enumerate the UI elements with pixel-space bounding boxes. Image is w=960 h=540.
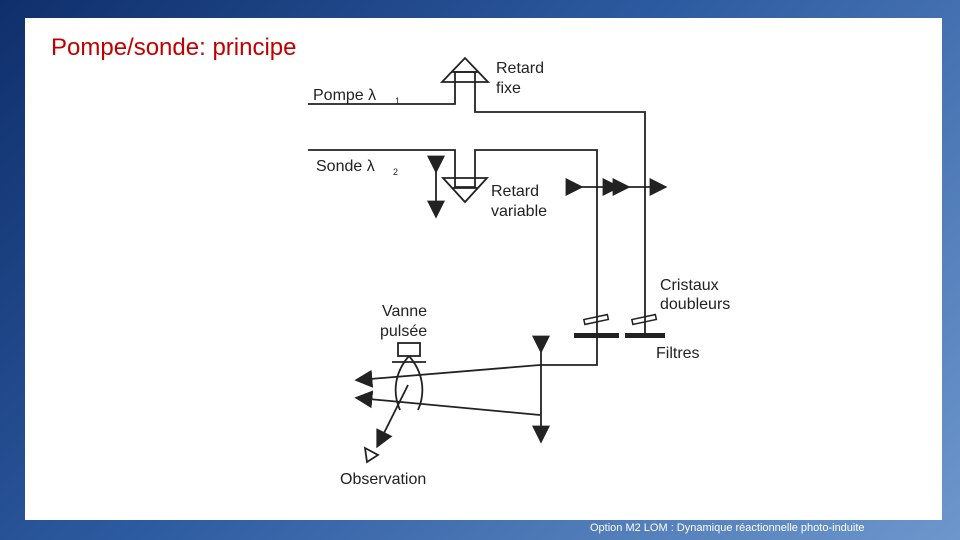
variable-delay-prism xyxy=(440,177,490,204)
pump-label: Pompe λ xyxy=(313,87,376,104)
doubling-crystal-1 xyxy=(582,313,610,326)
doubling-crystal-2 xyxy=(630,313,658,326)
slide-title: Pompe/sonde: principe xyxy=(51,34,297,61)
fixed-delay-label-1: Retard xyxy=(496,60,544,77)
pump-probe-diagram: Pompe λ 1 Sonde λ 2 Retard fixe Retard v… xyxy=(308,56,730,488)
probe-subscript: 2 xyxy=(393,167,398,177)
probe-label: Sonde λ xyxy=(316,158,375,175)
filter-1 xyxy=(574,333,619,338)
probe-beam xyxy=(308,149,598,335)
crystals-label-2: doubleurs xyxy=(660,296,730,313)
filters-label: Filtres xyxy=(656,345,700,362)
variable-delay-label-2: variable xyxy=(491,203,547,220)
observation-beam xyxy=(376,384,409,449)
observation-label: Observation xyxy=(340,471,426,488)
fixed-delay-prism xyxy=(439,56,491,83)
valve-label-2: pulsée xyxy=(380,323,427,340)
observation-eye xyxy=(363,446,380,464)
filter-2 xyxy=(625,333,665,338)
valve-jet xyxy=(394,355,424,411)
combined-beam xyxy=(540,335,598,366)
variable-delay-label-1: Retard xyxy=(491,183,539,200)
valve-body xyxy=(397,342,421,357)
valve-label-1: Vanne xyxy=(382,303,427,320)
pump-subscript: 1 xyxy=(395,96,400,106)
crystals-label-1: Cristaux xyxy=(660,277,719,294)
fixed-delay-label-2: fixe xyxy=(496,80,521,97)
slide-footer: Option M2 LOM : Dynamique réactionnelle … xyxy=(590,522,865,534)
beam-to-sample-lower xyxy=(354,390,541,416)
beam-to-sample-upper xyxy=(354,364,541,388)
pump-beam xyxy=(308,71,646,335)
slide-canvas xyxy=(25,18,942,520)
